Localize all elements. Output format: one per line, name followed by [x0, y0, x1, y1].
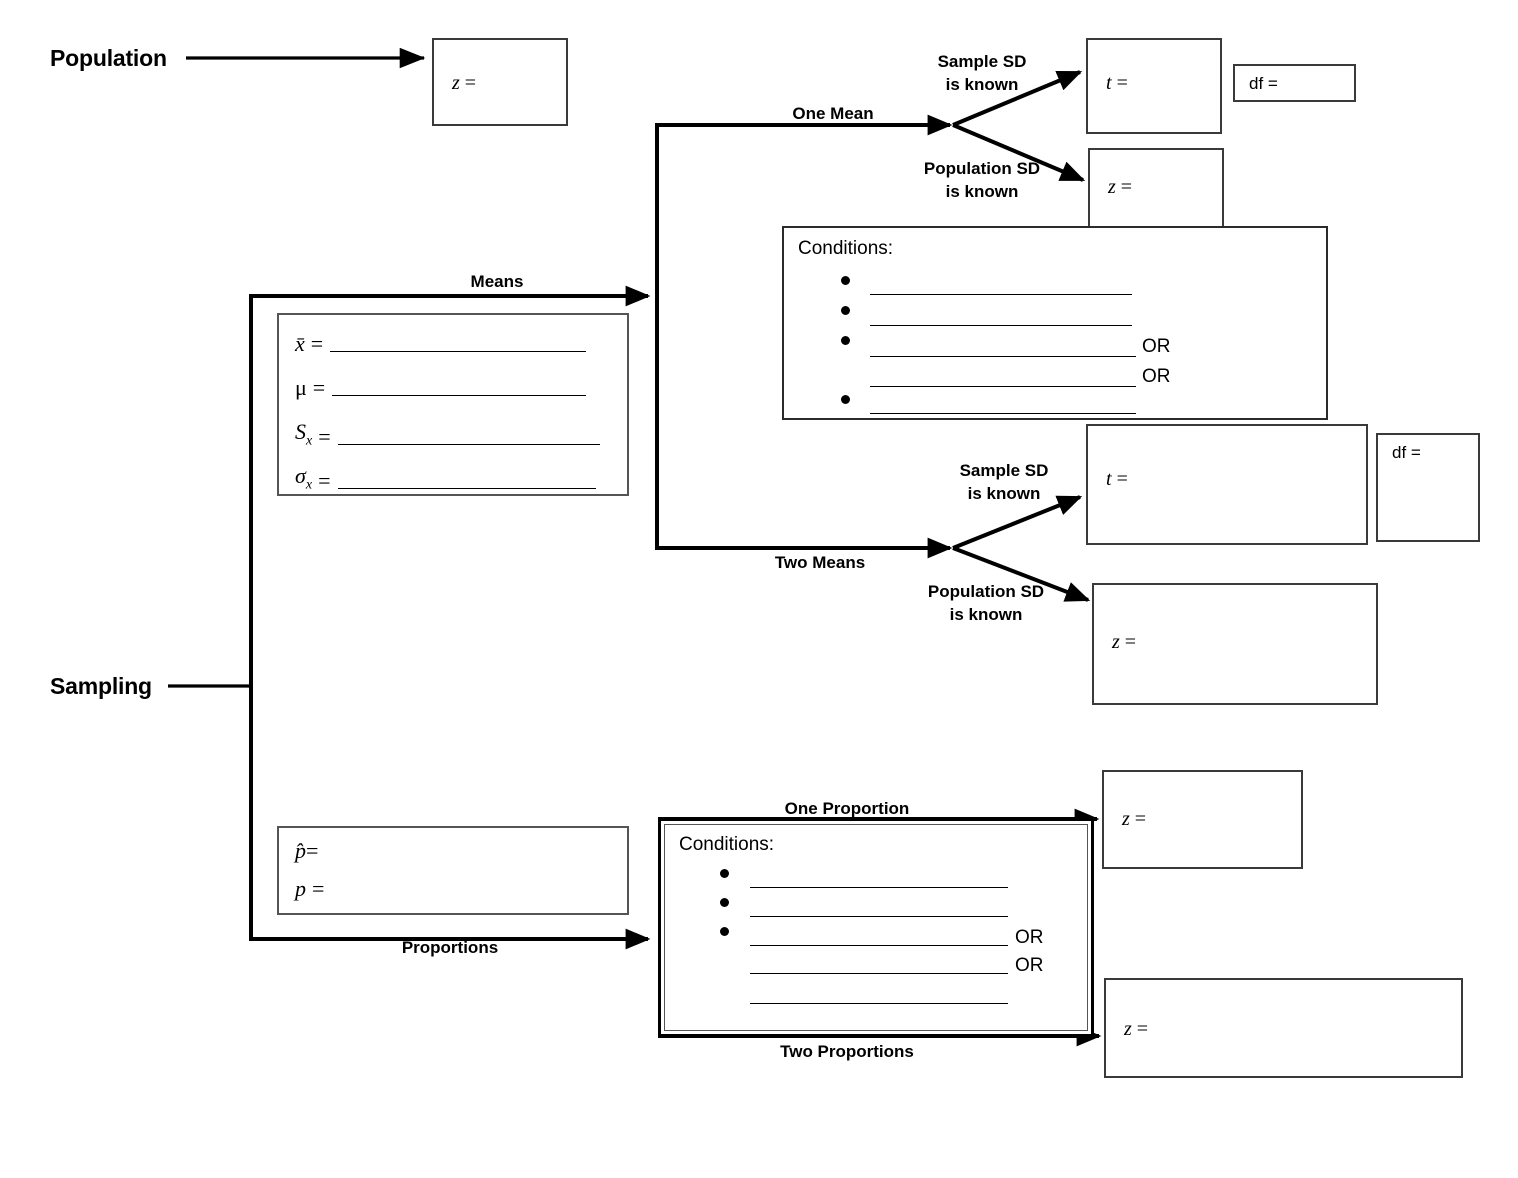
formula-symbol: z = — [1112, 631, 1137, 653]
bullet-dot — [720, 898, 729, 907]
formula-box-two-proportions-z[interactable]: z = — [1104, 978, 1463, 1078]
formula-symbol: z = — [1108, 176, 1133, 198]
sampling-label: Sampling — [50, 673, 152, 699]
branch-label-two-proportions: Two Proportions — [780, 1042, 914, 1061]
formula-symbol: z = — [452, 72, 477, 94]
formula-box-one-proportion-z[interactable]: z = — [1102, 770, 1303, 869]
means-variable-panel: x̄ = μ = Sx = σx = — [277, 313, 629, 496]
formula-symbol: z = — [1122, 808, 1147, 830]
label-line-1: Population SD — [927, 582, 1045, 601]
or-label: OR — [1015, 927, 1044, 948]
proportions-var-row-phat[interactable]: p̂ = — [295, 840, 318, 862]
formula-symbol: t = — [1106, 72, 1128, 94]
bullet-dot — [841, 306, 850, 315]
branch-label-means: Means — [470, 272, 524, 291]
conditions-blank-line[interactable] — [750, 916, 1008, 917]
label-one-mean-population-sd: Population SD is known — [894, 158, 1070, 204]
formula-box-two-means-t[interactable]: t = — [1086, 424, 1368, 545]
branch-label-proportions: Proportions — [401, 938, 499, 957]
blank-line[interactable] — [330, 351, 587, 352]
variable-symbol: σx — [295, 463, 313, 493]
equals-sign: = — [318, 424, 331, 450]
variable-symbol: p — [295, 876, 306, 901]
bullet-dot — [841, 276, 850, 285]
variable-symbol: Sx — [295, 419, 313, 449]
conditions-blank-line[interactable] — [750, 973, 1008, 974]
label-line-2: is known — [945, 74, 1019, 94]
formula-symbol: t = — [1106, 468, 1128, 490]
conditions-blank-line[interactable] — [870, 386, 1136, 387]
variable-symbol: μ — [295, 375, 307, 400]
or-label: OR — [1015, 955, 1044, 976]
label-line-1: Population SD — [923, 159, 1041, 178]
means-var-row-sigmax[interactable]: σx = — [295, 465, 596, 492]
bullet-dot — [841, 395, 850, 404]
label-line-2: is known — [967, 483, 1041, 503]
proportions-variable-panel: p̂ = p = — [277, 826, 629, 915]
means-var-row-xbar[interactable]: x̄ = — [295, 331, 587, 356]
equals-sign: = — [310, 331, 324, 356]
conditions-blank-line[interactable] — [870, 413, 1136, 414]
conditions-blank-line[interactable] — [750, 945, 1008, 946]
formula-box-two-means-df[interactable]: df = — [1376, 433, 1480, 542]
population-label: Population — [50, 45, 167, 71]
proportions-var-row-p[interactable]: p = — [295, 878, 324, 900]
blank-line[interactable] — [337, 488, 596, 490]
branch-label-one-proportion: One Proportion — [784, 799, 910, 818]
bullet-dot — [720, 869, 729, 878]
blank-line[interactable] — [337, 444, 600, 446]
branch-label-one-mean: One Mean — [792, 104, 874, 123]
conditions-blank-line[interactable] — [750, 887, 1008, 888]
panel-inner-border: Conditions: OR OR — [664, 824, 1088, 1031]
variable-symbol: p̂ — [295, 838, 306, 863]
conditions-bullet — [841, 336, 850, 345]
means-var-row-sx[interactable]: Sx = — [295, 421, 600, 448]
label-line-2: is known — [949, 604, 1023, 624]
formula-box-population-z[interactable]: z = — [432, 38, 568, 126]
proportions-conditions-panel: Conditions: OR OR — [658, 818, 1094, 1037]
formula-box-one-mean-t[interactable]: t = — [1086, 38, 1222, 134]
label-one-mean-sample-sd: Sample SD is known — [908, 51, 1056, 97]
conditions-bullet — [841, 306, 850, 315]
conditions-bullet — [720, 927, 729, 936]
or-label: OR — [1142, 336, 1171, 357]
formula-symbol: z = — [1124, 1018, 1149, 1040]
conditions-bullet — [841, 395, 850, 404]
bullet-dot — [720, 927, 729, 936]
label-two-means-sample-sd: Sample SD is known — [930, 460, 1078, 506]
conditions-blank-line[interactable] — [750, 1003, 1008, 1004]
means-var-row-mu[interactable]: μ = — [295, 375, 587, 400]
df-label: df = — [1249, 74, 1278, 93]
equals-sign: = — [306, 838, 319, 863]
or-label: OR — [1142, 366, 1171, 387]
equals-sign: = — [318, 468, 331, 494]
label-line-2: is known — [945, 181, 1019, 201]
conditions-heading: Conditions: — [798, 238, 894, 259]
variable-symbol: x̄ — [295, 331, 305, 356]
label-line-1: Sample SD — [937, 52, 1027, 71]
means-conditions-panel: Conditions: OR OR — [782, 226, 1328, 420]
equals-sign: = — [312, 876, 325, 901]
formula-box-one-mean-z[interactable]: z = — [1088, 148, 1224, 228]
equals-sign: = — [312, 375, 326, 400]
label-two-means-population-sd: Population SD is known — [898, 581, 1074, 627]
conditions-bullet — [720, 898, 729, 907]
formula-box-one-mean-df[interactable]: df = — [1233, 64, 1356, 102]
label-line-1: Sample SD — [959, 461, 1049, 480]
formula-box-two-means-z[interactable]: z = — [1092, 583, 1378, 705]
df-label: df = — [1392, 443, 1421, 462]
conditions-blank-line[interactable] — [870, 325, 1132, 326]
bullet-dot — [841, 336, 850, 345]
conditions-heading: Conditions: — [679, 834, 775, 855]
branch-label-two-means: Two Means — [774, 553, 866, 572]
blank-line[interactable] — [332, 395, 587, 396]
conditions-blank-line[interactable] — [870, 356, 1136, 357]
conditions-blank-line[interactable] — [870, 294, 1132, 295]
conditions-bullet — [841, 276, 850, 285]
conditions-bullet — [720, 869, 729, 878]
